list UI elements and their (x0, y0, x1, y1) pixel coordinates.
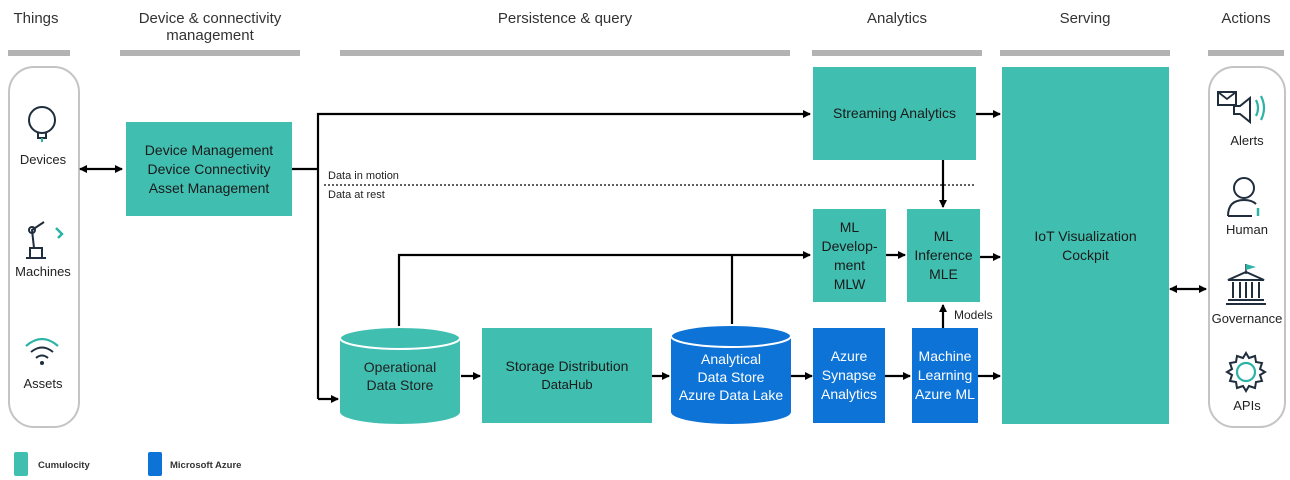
streaming-analytics-label: Streaming Analytics (833, 105, 956, 121)
legend-cumulocity-swatch (14, 452, 28, 476)
streaming-analytics-box: Streaming Analytics (813, 67, 976, 160)
ml-inference-box: ML Inference MLE (907, 209, 980, 302)
azure-ml-line-3: Azure ML (915, 386, 975, 402)
azure-ml-line-2: Learning (917, 367, 973, 383)
analytical-line-1: Analytical (701, 351, 761, 367)
ml-development-box: ML Develop- ment MLW (813, 209, 886, 302)
column-header-device-mgmt: Device & connectivity management (138, 10, 282, 44)
arrow-operational-mldev (397, 251, 811, 329)
analytical-line-2: Data Store (697, 369, 765, 385)
machines-label: Machines (15, 264, 71, 279)
human-label: Human (1226, 222, 1268, 237)
header-bar-things (8, 50, 70, 56)
ml-development-line-1: ML (839, 218, 860, 235)
gear-icon (1225, 351, 1267, 393)
legend-azure-label: Microsoft Azure (170, 460, 242, 471)
apis-label: APIs (1233, 398, 1261, 413)
iot-visualization-line-1: IoT Visualization (1034, 227, 1137, 244)
data-at-rest-label: Data at rest (328, 189, 385, 201)
governance-label: Governance (1211, 311, 1283, 326)
alerts-label: Alerts (1230, 133, 1264, 148)
device-management-line-1: Device Management (144, 141, 274, 158)
ml-inference-line-3: MLE (929, 266, 958, 282)
analytical-data-store-cylinder (670, 324, 792, 424)
azure-ml-box: Machine Learning Azure ML (912, 328, 978, 423)
building-governance-icon (1226, 264, 1266, 305)
analytical-data-store-label: Analytical Data Store Azure Data Lake (670, 344, 792, 410)
line-trunk (316, 112, 336, 399)
alert-megaphone-icon (1217, 91, 1266, 125)
column-header-analytics: Analytics (866, 10, 928, 27)
column-header-persistence: Persistence & query (497, 10, 633, 27)
header-bar-device-mgmt (120, 50, 300, 56)
operational-data-store-label: Operational Data Store (339, 346, 461, 406)
column-header-things: Things (13, 10, 59, 27)
header-bar-serving (1000, 50, 1170, 56)
robot-arm-icon (26, 221, 64, 259)
data-in-motion-label: Data in motion (328, 170, 399, 182)
devices-label: Devices (19, 152, 67, 167)
ml-development-line-2: Develop- (821, 237, 878, 254)
header-bar-actions (1208, 50, 1284, 56)
synapse-line-2: Synapse (821, 367, 877, 383)
operational-line-2: Data Store (366, 377, 434, 393)
storage-distribution-line-1: Storage Distribution (505, 358, 629, 374)
legend-cumulocity-label: Cumulocity (38, 460, 90, 471)
operational-data-store-cylinder (339, 326, 461, 424)
device-management-line-3: Asset Management (148, 179, 270, 196)
lightbulb-icon (28, 106, 56, 142)
assets-label: Assets (23, 376, 63, 391)
iot-visualization-line-2: Cockpit (1062, 246, 1109, 263)
header-bar-analytics (812, 50, 982, 56)
ml-development-line-3: ment (833, 256, 866, 273)
models-label: Models (954, 308, 993, 322)
storage-distribution-box: Storage Distribution DataHub (482, 328, 652, 423)
column-header-serving: Serving (1059, 10, 1111, 27)
wireless-signal-icon (25, 337, 59, 365)
synapse-line-3: Analytics (820, 386, 878, 402)
ml-inference-line-1: ML (933, 228, 954, 244)
synapse-line-1: Azure (830, 348, 868, 364)
person-icon (1227, 177, 1260, 217)
legend-azure-swatch (148, 452, 162, 476)
iot-visualization-box: IoT Visualization Cockpit (1002, 67, 1169, 424)
actions-panel (1208, 66, 1286, 428)
header-bar-persistence (340, 50, 790, 56)
analytical-line-3: Azure Data Lake (678, 387, 784, 403)
column-header-actions: Actions (1221, 10, 1271, 27)
things-panel (8, 66, 80, 428)
ml-development-line-4: MLW (833, 275, 866, 292)
ml-inference-line-2: Inference (914, 247, 973, 263)
azure-synapse-box: Azure Synapse Analytics (813, 328, 885, 423)
azure-ml-line-1: Machine (918, 348, 972, 364)
device-management-box: Device Management Device Connectivity As… (126, 122, 292, 216)
operational-line-1: Operational (363, 359, 437, 375)
storage-distribution-line-2: DataHub (541, 377, 593, 392)
device-management-line-2: Device Connectivity (147, 160, 271, 177)
